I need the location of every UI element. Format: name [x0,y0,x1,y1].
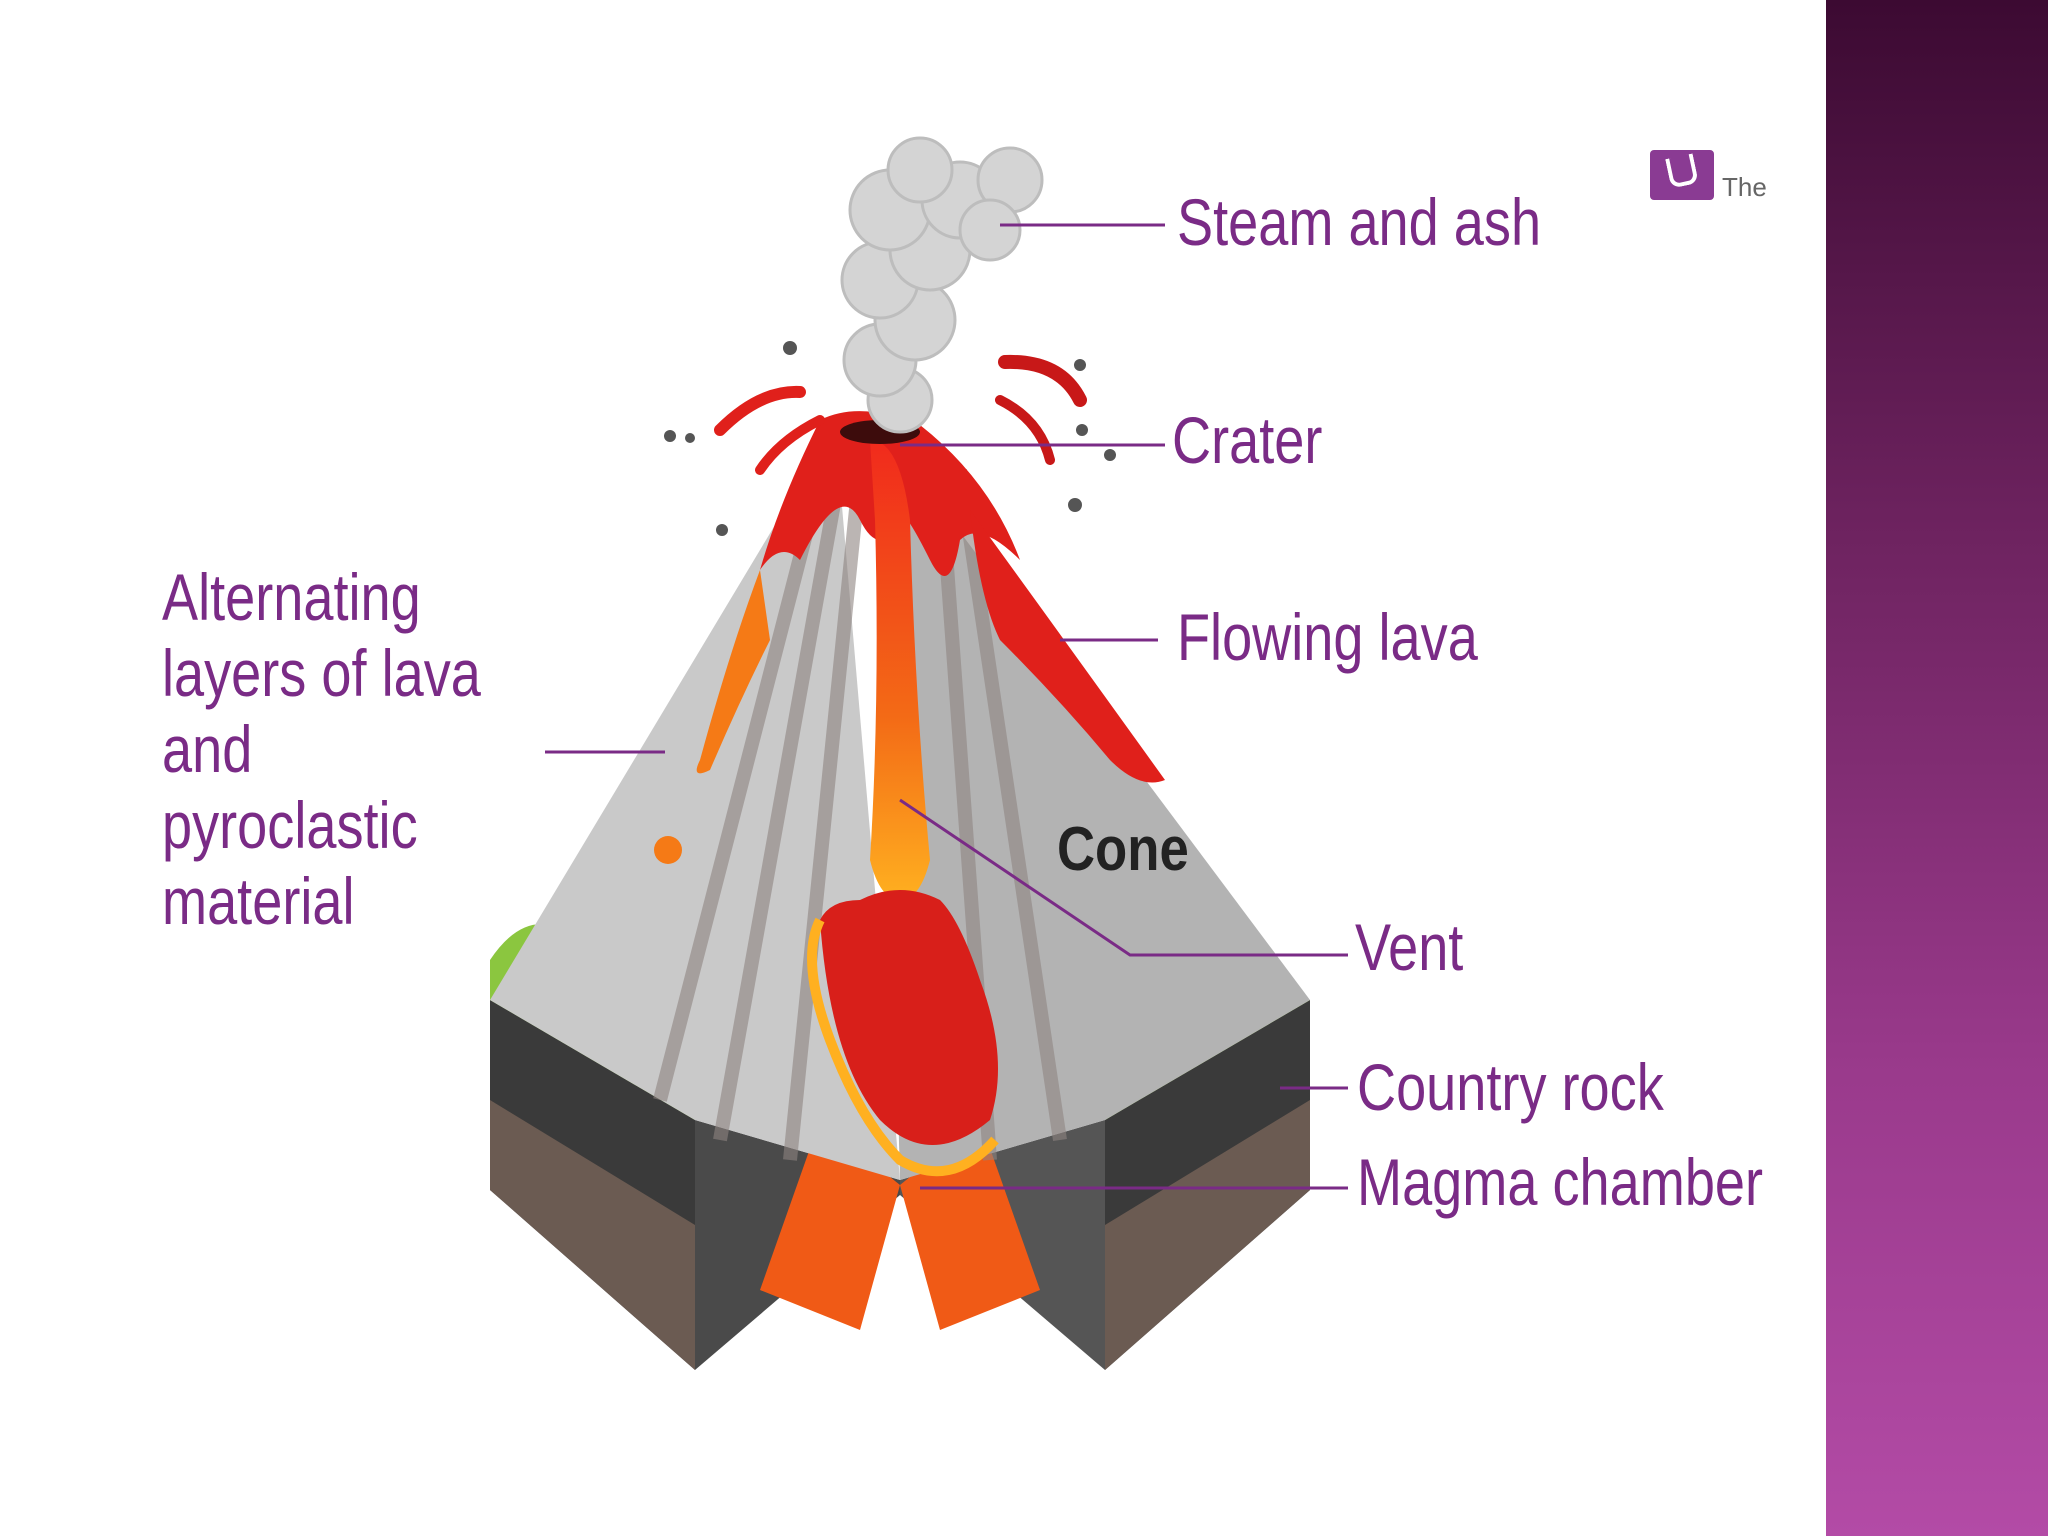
label-steam-and-ash: Steam and ash [1177,185,1542,259]
lava-blob [654,836,682,864]
cone-left-side [490,425,900,1180]
lava-splash-left-low [755,415,825,475]
label-crater: Crater [1172,403,1323,477]
label-flowing-lava: Flowing lava [1177,600,1478,674]
magma-chamber [820,890,998,1145]
flowing-lava-right [970,510,1165,783]
logo-text: The [1722,172,1767,202]
lava-splash-right-low [995,395,1055,465]
lava-notch-left [760,1120,900,1330]
lava-splash-left [714,385,806,436]
vent-conduit [870,440,930,900]
label-vent: Vent [1355,910,1464,984]
lava-splash-right [998,354,1087,407]
label-alternating-layers: Alternating layers of lava and pyroclast… [162,560,481,938]
flowing-lava-left [696,570,770,774]
sidebar-gradient-panel [1826,0,2048,1536]
leader-lines [545,223,1348,1190]
steam-and-ash-plume [840,136,1044,434]
ejected-rocks [664,341,1116,536]
label-cone: Cone [1057,815,1189,884]
cup-logo-icon [1650,150,1714,200]
label-country-rock: Country rock [1357,1050,1664,1124]
soil-left-face [490,1100,695,1370]
label-magma-chamber: Magma chamber [1357,1145,1764,1219]
cone-striations [653,468,1067,1161]
magma-chamber-rim [807,917,999,1177]
soil-right-face [1105,1100,1310,1370]
